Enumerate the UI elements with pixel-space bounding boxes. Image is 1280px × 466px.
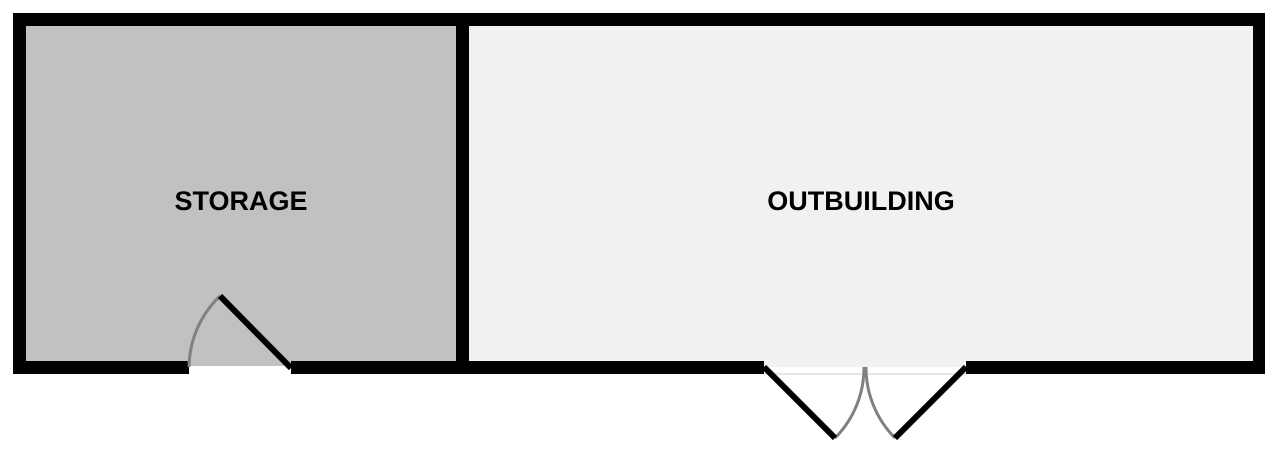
left-door-leaf bbox=[761, 364, 838, 441]
storage-room bbox=[26, 26, 456, 361]
storage-door-opening bbox=[189, 366, 291, 375]
outbuilding-door-threshold bbox=[764, 361, 966, 367]
outbuilding-room bbox=[469, 26, 1253, 361]
left-door-swing-arc bbox=[833, 366, 866, 440]
right-door-leaf bbox=[892, 364, 969, 441]
outbuilding-label: OUTBUILDING bbox=[767, 186, 954, 216]
storage-door-leaf bbox=[217, 293, 294, 371]
storage-label: STORAGE bbox=[174, 186, 307, 216]
right-door-swing-arc bbox=[864, 366, 897, 440]
storage-door-swing-arc bbox=[187, 294, 222, 368]
